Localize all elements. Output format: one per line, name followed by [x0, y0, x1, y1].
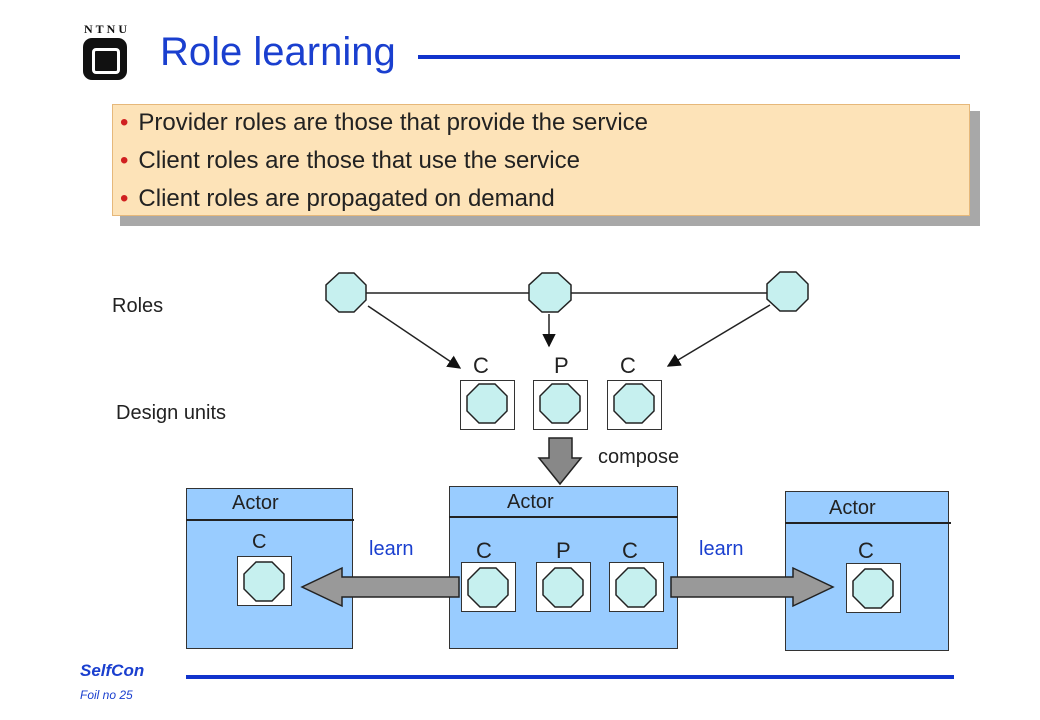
actor-left-title: Actor: [232, 492, 279, 514]
bullet-dot-icon: •: [120, 109, 129, 136]
compose-arrow-icon: [537, 437, 583, 486]
slide-title: Role learning: [160, 30, 396, 74]
bullet-text: Client roles are those that use the serv…: [138, 147, 580, 174]
title-rule: [418, 55, 960, 59]
bullet-text: Provider roles are those that provide th…: [138, 109, 648, 136]
unit-octagon: [852, 568, 894, 609]
unit-octagon: [539, 383, 581, 424]
footer-foil-number: Foil no 25: [80, 688, 133, 702]
bullet-dot-icon: •: [120, 185, 129, 212]
bullet-dot-icon: •: [120, 147, 129, 174]
actor-center-title: Actor: [507, 491, 554, 513]
bullet-item: • Client roles are propagated on demand: [120, 185, 555, 213]
actor-center-rule: [449, 516, 678, 518]
role-arrow-left: [367, 305, 462, 369]
actor-right-title: Actor: [829, 497, 876, 519]
learn-arrow-right-icon: [670, 566, 835, 608]
actor-center-unit-label: C: [622, 538, 638, 563]
compose-label: compose: [598, 446, 680, 468]
bullet-box: [112, 104, 970, 216]
footer-rule: [186, 675, 954, 679]
bullet-text: Client roles are propagated on demand: [138, 185, 555, 212]
learn-arrow-left-icon: [300, 566, 460, 608]
logo-text: NTNU: [84, 22, 131, 36]
unit-octagon: [615, 567, 657, 608]
unit-octagon: [466, 383, 508, 424]
unit-octagon: [542, 567, 584, 608]
actor-right-rule: [785, 522, 951, 524]
footer-brand: SelfCon: [80, 661, 145, 680]
learn-label-right: learn: [699, 538, 744, 560]
unit-label-p: P: [554, 353, 569, 378]
actor-right-unit-label: C: [858, 538, 874, 563]
unit-octagon: [243, 561, 285, 602]
design-units-label: Design units: [116, 402, 227, 424]
learn-label-left: learn: [369, 538, 414, 560]
logo-inner-square: [92, 48, 120, 74]
unit-label-c: C: [473, 353, 489, 378]
unit-octagon: [613, 383, 655, 424]
role-octagon: [528, 272, 572, 313]
unit-octagon: [467, 567, 509, 608]
actor-center-unit-label: P: [556, 538, 571, 563]
bullet-item: • Client roles are those that use the ser…: [120, 147, 580, 175]
role-octagon: [766, 271, 809, 312]
bullet-item: • Provider roles are those that provide t…: [120, 109, 648, 137]
unit-label-c: C: [620, 353, 636, 378]
actor-left-rule: [186, 519, 354, 521]
role-arrow-right: [666, 304, 771, 367]
actor-center-unit-label: C: [476, 538, 492, 563]
role-octagon: [325, 272, 367, 313]
roles-label: Roles: [112, 295, 164, 317]
actor-left-unit-label: C: [252, 531, 267, 553]
